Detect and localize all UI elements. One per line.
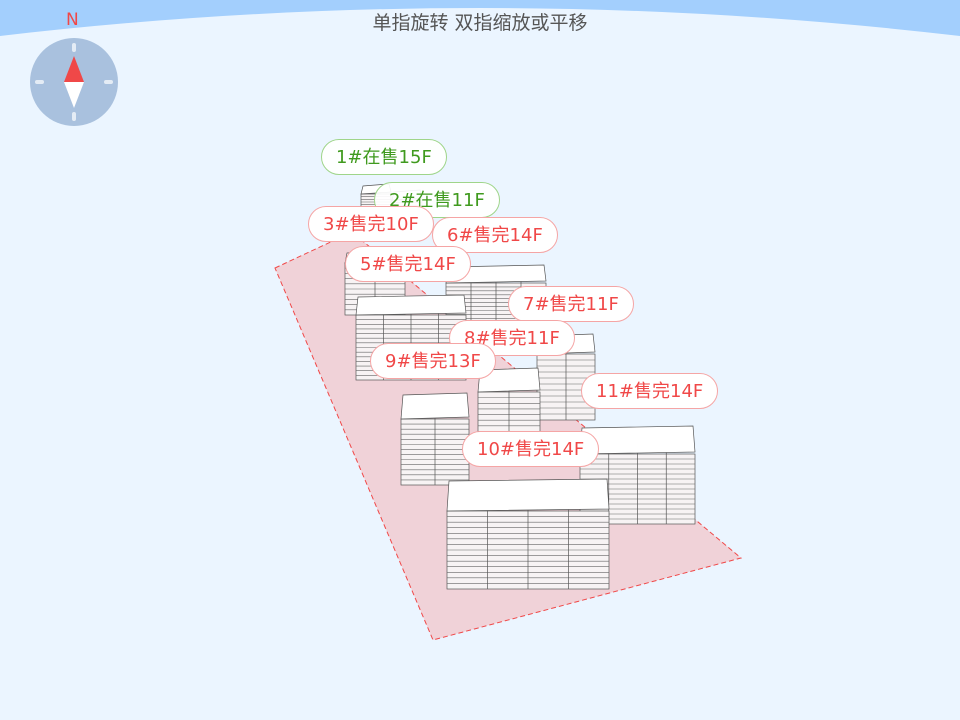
gesture-hint: 单指旋转 双指缩放或平移 — [372, 12, 588, 34]
building-label[interactable]: 7#售完11F — [508, 286, 634, 322]
building-roof — [400, 392, 470, 420]
building-label[interactable]: 11#售完14F — [581, 373, 719, 409]
building-label[interactable]: 10#售完14F — [462, 431, 600, 467]
building-label[interactable]: 9#售完13F — [370, 343, 496, 379]
compass[interactable] — [30, 38, 118, 126]
building-label[interactable]: 1#在售15F — [321, 139, 447, 175]
building-roof — [355, 294, 467, 316]
building-8[interactable] — [400, 392, 470, 486]
north-label: N — [66, 10, 79, 30]
compass-needle-icon — [64, 56, 84, 108]
building-label[interactable]: 5#售完14F — [345, 246, 471, 282]
building-label[interactable]: 3#售完10F — [308, 206, 434, 242]
building-label[interactable]: 6#售完14F — [432, 217, 558, 253]
building-roof — [446, 478, 610, 512]
building-10[interactable] — [446, 478, 610, 590]
top-banner — [0, 0, 960, 36]
